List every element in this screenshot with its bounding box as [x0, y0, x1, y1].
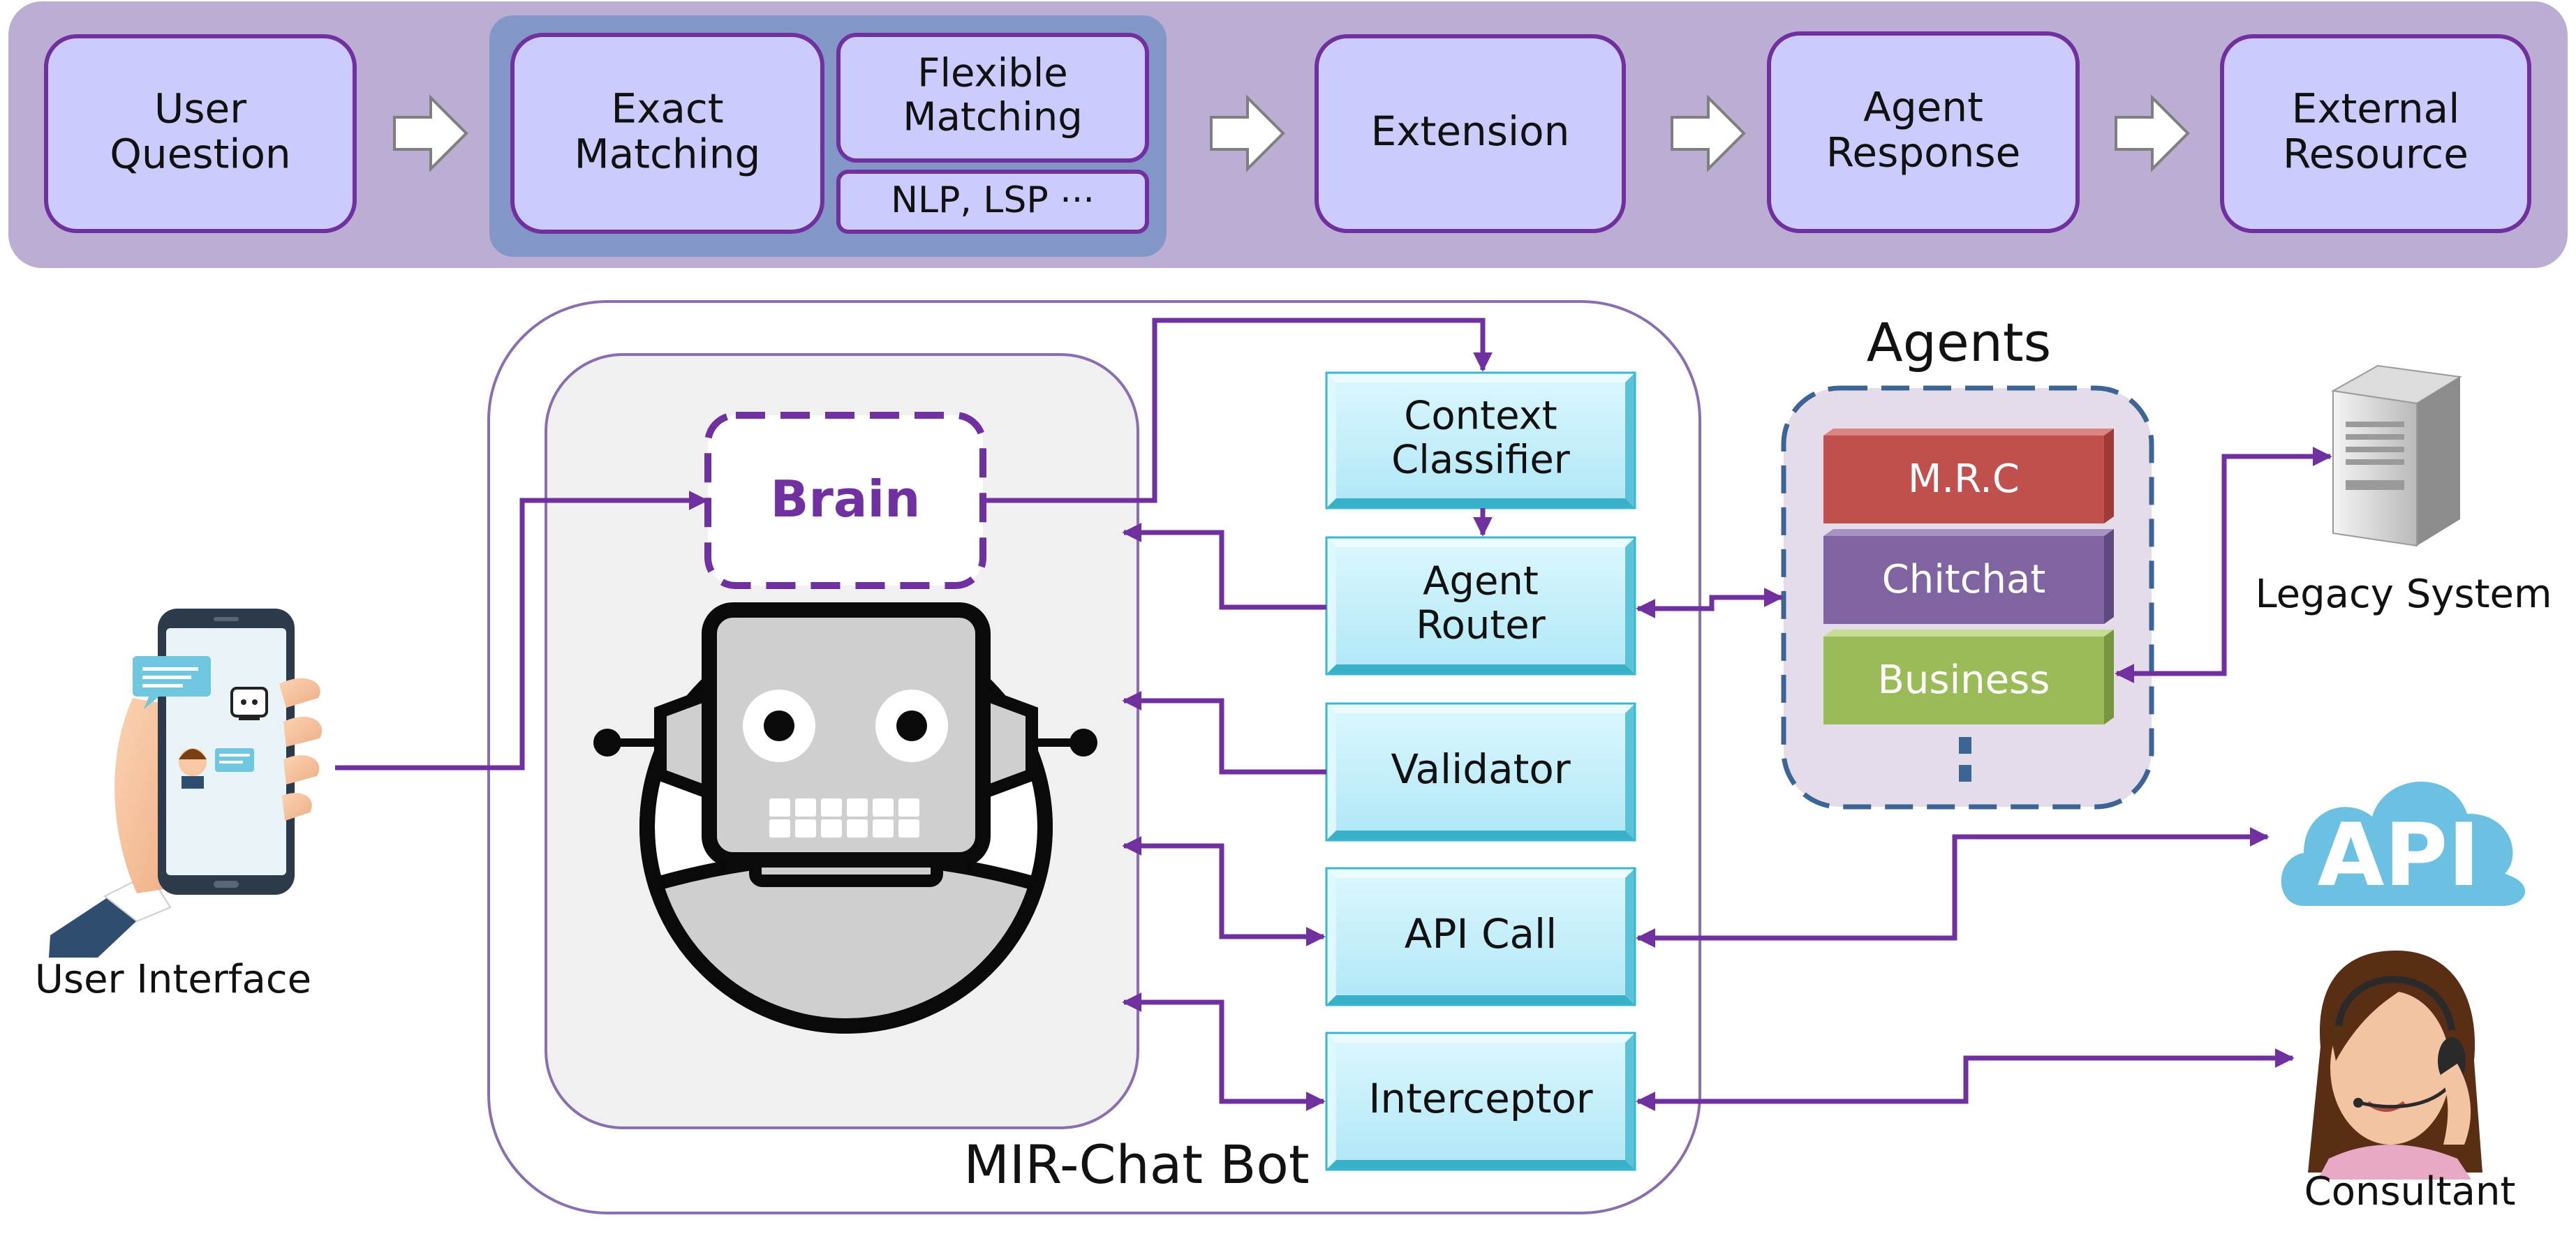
- api-call-panel-arrow: [1122, 836, 1326, 946]
- pipeline-arrow-2: [1210, 94, 1285, 172]
- business-label: Business: [1878, 657, 2050, 703]
- pipeline-nlp-lsp: NLP, LSP ···: [836, 170, 1149, 234]
- api-cloud-icon: API: [2281, 781, 2526, 906]
- robot-icon: [593, 602, 1097, 1034]
- brain-label: Brain: [771, 470, 921, 528]
- agents-title: Agents: [1867, 311, 2052, 373]
- legacy-system-label: Legacy System: [2255, 572, 2552, 617]
- consultant-icon: Consultant: [2304, 950, 2516, 1214]
- api-call-cloud-arrow: [1636, 827, 2270, 948]
- brain-to-classifier-arrow: [984, 318, 1493, 503]
- chatbot-title: MIR-Chat Bot: [963, 1133, 1309, 1196]
- user-interface-label: User Interface: [35, 957, 311, 1002]
- user-interface-icon: User Interface: [35, 609, 323, 1002]
- legacy-system-icon: Legacy System: [2255, 364, 2552, 617]
- mrc-label: M.R.C: [1908, 456, 2020, 502]
- validator-to-panel-arrow: [1122, 691, 1326, 775]
- interceptor-consultant-arrow: [1636, 1048, 2295, 1111]
- business-legacy-arrow: [2115, 447, 2332, 683]
- api-cloud-label: API: [2318, 805, 2480, 906]
- brain-box: Brain: [704, 412, 986, 589]
- ui-to-brain-arrow: [335, 491, 709, 771]
- pipeline-arrow-1: [393, 94, 468, 172]
- interceptor-panel-arrow: [1122, 992, 1326, 1111]
- nlp-lsp-label: NLP, LSP ···: [891, 179, 1095, 221]
- module-interceptor: Interceptor: [1325, 1032, 1636, 1171]
- agents-more-dots: [1959, 737, 1971, 782]
- agent-mrc: M.R.C: [1823, 429, 2114, 523]
- extension-label: Extension: [1371, 107, 1570, 155]
- validator-label: Validator: [1391, 745, 1571, 793]
- router-agents-arrow: [1636, 588, 1784, 618]
- interceptor-label: Interceptor: [1368, 1075, 1592, 1122]
- consultant-label: Consultant: [2304, 1169, 2516, 1214]
- api-call-label: API Call: [1405, 910, 1557, 958]
- pipeline-arrow-3: [1671, 94, 1746, 172]
- connectors: [335, 318, 2332, 1111]
- pipeline-arrow-4: [2115, 94, 2190, 172]
- agents-panel: Agents M.R.C Chitchat Business: [1781, 311, 2154, 810]
- pipeline-extension: Extension: [1315, 34, 1626, 233]
- chitchat-label: Chitchat: [1882, 557, 2046, 602]
- module-api-call: API Call: [1325, 867, 1636, 1006]
- module-validator: Validator: [1325, 702, 1636, 842]
- agent-chitchat: Chitchat: [1823, 529, 2114, 624]
- router-to-panel-arrow: [1122, 523, 1326, 610]
- agent-business: Business: [1823, 630, 2114, 724]
